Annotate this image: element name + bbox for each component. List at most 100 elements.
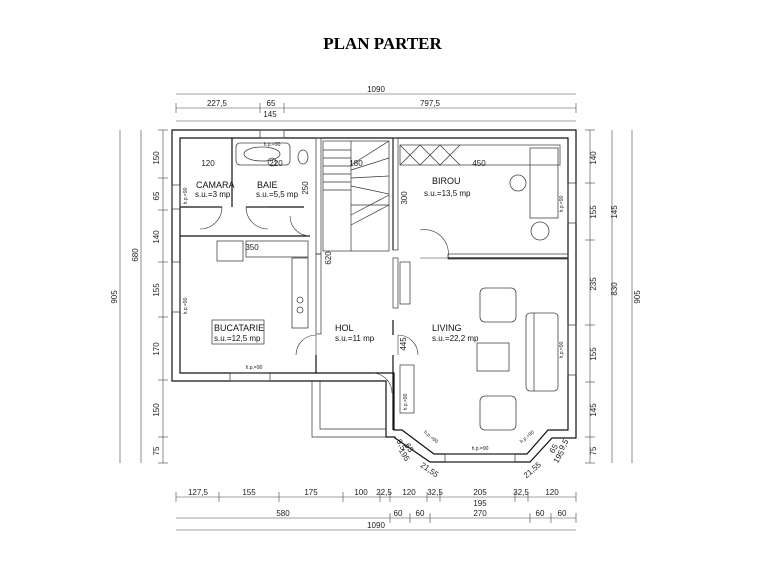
dim-right-5: 145 xyxy=(589,403,598,417)
window-tag-bay-right: h.p.=90 xyxy=(519,429,536,445)
dim-bottom-9: 32,5 xyxy=(513,488,529,497)
dim-bottom-5: 22,5 xyxy=(376,488,392,497)
room-camara-name: CAMARA xyxy=(196,180,235,190)
living-furniture xyxy=(476,287,559,431)
stove-icon xyxy=(296,296,304,304)
office-chair-icon xyxy=(509,174,527,192)
room-labels: CAMARA s.u.=3 mp BAIE s.u.=5,5 mp BIROU … xyxy=(195,176,479,345)
dim-bay-d: 21,55 xyxy=(419,461,441,480)
dim-bottom-6: 120 xyxy=(402,488,416,497)
dim-top-sub: 145 xyxy=(263,110,277,119)
dim-birou-h: 300 xyxy=(400,191,409,205)
dim-bottom-10: 120 xyxy=(545,488,559,497)
room-hol-name: HOL xyxy=(335,323,354,333)
armchair-top xyxy=(479,287,517,323)
dim-right-3: 235 xyxy=(589,277,598,291)
dim-bottom-sub: 195 xyxy=(473,499,487,508)
dim-top-a: 227,5 xyxy=(207,99,228,108)
window-tag-baie: h.p.=90 xyxy=(264,142,281,148)
dim-right-outer: 905 xyxy=(633,290,642,304)
dim-left-5: 170 xyxy=(152,342,161,356)
window-tag-living-bottom: h.p.=90 xyxy=(472,446,489,452)
right-dimensions: 140 155 235 155 145 75 145 830 905 xyxy=(585,129,642,464)
dim-left-1: 150 xyxy=(152,151,161,165)
bathroom-fixtures xyxy=(235,142,309,167)
dim-left-middle: 680 xyxy=(131,248,140,262)
dim-bottom-4: 100 xyxy=(354,488,368,497)
dim-birou-w: 450 xyxy=(472,159,486,168)
dim-right-1: 140 xyxy=(589,151,598,165)
dim-left-2: 65 xyxy=(152,191,161,200)
room-living-area: s.u.=22,2 mp xyxy=(432,334,479,343)
room-birou-name: BIROU xyxy=(432,176,461,186)
dim-bottom-2: 155 xyxy=(242,488,256,497)
room-baie-area: s.u.=5,5 mp xyxy=(256,190,299,199)
sink-icon xyxy=(267,157,277,167)
doors xyxy=(199,206,449,394)
dim-bottom2-2: 60 xyxy=(394,509,403,518)
window-tag-bay-left: h.p.=90 xyxy=(422,430,439,446)
dim-right-6: 75 xyxy=(589,446,598,455)
dim-bottom2-6: 60 xyxy=(558,509,567,518)
window-tag-bucatarie-side: h.p.=90 xyxy=(183,297,189,314)
room-baie-name: BAIE xyxy=(257,180,278,190)
dim-right-4: 155 xyxy=(589,347,598,361)
dim-top-c: 797,5 xyxy=(420,99,441,108)
bottom-dimensions: 127,5 155 175 100 22,5 120 32,5 205 32,5… xyxy=(175,488,577,531)
room-birou-area: s.u.=13,5 mp xyxy=(424,189,471,198)
dim-bay-e: 21,55 xyxy=(522,460,544,480)
dim-baie-w: 220 xyxy=(269,159,283,168)
dim-bottom-total: 1090 xyxy=(367,521,385,530)
dim-bottom-1: 127,5 xyxy=(188,488,209,497)
dim-left-3: 140 xyxy=(152,230,161,244)
dim-right-middle-b: 830 xyxy=(610,282,619,296)
windows xyxy=(171,129,577,463)
left-dimensions: 150 65 140 155 170 150 75 680 905 xyxy=(110,129,168,464)
dim-right-2: 155 xyxy=(589,205,598,219)
window-tag-living-side: h.p.=90 xyxy=(559,341,565,358)
dim-bottom2-3: 60 xyxy=(416,509,425,518)
dim-bottom2-5: 60 xyxy=(536,509,545,518)
dim-bucatarie-w: 350 xyxy=(245,243,259,252)
window-tag-bucatarie-bottom: h.p.=90 xyxy=(246,365,263,371)
room-bucatarie-area: s.u.=12,5 mp xyxy=(214,334,261,343)
dim-bottom2-4: 270 xyxy=(473,509,487,518)
dim-bottom2-1: 580 xyxy=(276,509,290,518)
dim-bottom-8: 205 xyxy=(473,488,487,497)
dim-left-outer: 905 xyxy=(110,290,119,304)
dim-left-4: 155 xyxy=(152,283,161,297)
window-tag-camara: h.p.=90 xyxy=(183,187,189,204)
window-tags: h.p.=90 h.p.=90 h.p.=90 h.p.=90 h.p.=90 … xyxy=(183,142,565,452)
dim-baie-h: 250 xyxy=(301,181,310,195)
room-living-name: LIVING xyxy=(432,323,462,333)
room-hol-area: s.u.=11 mp xyxy=(335,334,375,343)
office-furniture xyxy=(399,144,561,241)
top-dimensions: 1090 227,5 65 797,5 145 xyxy=(175,85,577,122)
dim-stair: 180 xyxy=(349,159,363,168)
kitchen-fixtures xyxy=(216,240,309,329)
plant-icon xyxy=(530,221,550,241)
window-tag-hol: h.p.=90 xyxy=(403,393,409,410)
staircase: 180 xyxy=(322,140,390,252)
dim-top-total: 1090 xyxy=(367,85,385,94)
dim-left-6: 150 xyxy=(152,403,161,417)
dim-left-7: 75 xyxy=(152,446,161,455)
sofa xyxy=(525,312,559,392)
armchair-bottom xyxy=(479,395,517,431)
dim-hol-h: 620 xyxy=(324,251,333,265)
dim-hol-w: 445 xyxy=(399,337,408,351)
page-title: PLAN PARTER xyxy=(323,34,442,53)
outer-walls xyxy=(171,129,577,463)
interior-walls xyxy=(180,137,569,430)
window-tag-birou: h.p.=90 xyxy=(559,195,565,212)
dim-top-b: 65 xyxy=(267,99,276,108)
toilet-icon xyxy=(297,149,309,165)
dim-camara-w: 120 xyxy=(201,159,215,168)
coffee-table xyxy=(476,342,510,372)
dim-bottom-3: 175 xyxy=(304,488,318,497)
room-camara-area: s.u.=3 mp xyxy=(195,190,231,199)
dim-right-middle-a: 145 xyxy=(610,205,619,219)
dim-bottom-7: 32,5 xyxy=(427,488,443,497)
room-bucatarie-name: BUCATARIE xyxy=(214,323,264,333)
